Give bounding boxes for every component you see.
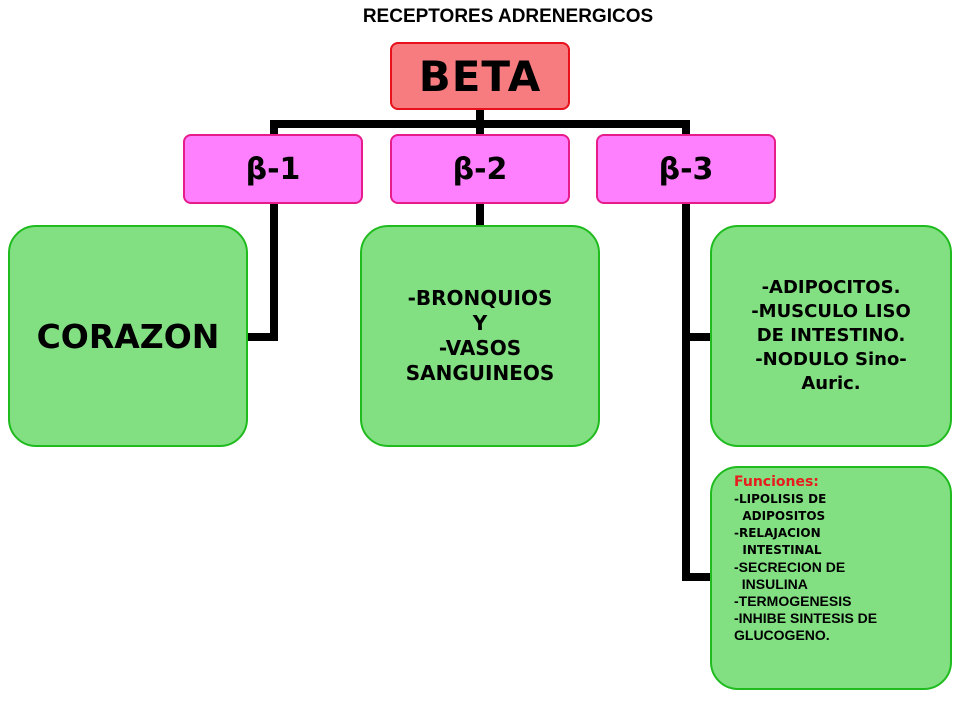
beta-root-box: BETA (390, 42, 570, 110)
beta-2-label: β-2 (452, 151, 508, 187)
function-line: GLUCOGENO. (734, 627, 830, 643)
function-line: -INHIBE SINTESIS DE (734, 610, 878, 626)
adipocitos-box: -ADIPOCITOS. -MUSCULO LISO DE INTESTINO.… (710, 225, 952, 447)
beta-1-label: β-1 (245, 151, 301, 187)
function-line: INSULINA (734, 576, 808, 592)
function-line: INTESTINAL (734, 543, 822, 557)
auric-line: Auric. (801, 373, 861, 394)
function-line: ADIPOSITOS (734, 509, 826, 523)
bronquios-line: -BRONQUIOS (407, 286, 553, 310)
intestino-line: DE INTESTINO. (756, 325, 906, 346)
bronquios-vasos-box: -BRONQUIOS Y -VASOS SANGUINEOS (360, 225, 600, 447)
function-line: -RELAJACION (734, 526, 821, 540)
corazon-box: CORAZON (8, 225, 248, 447)
adipocitos-line: -ADIPOCITOS. (761, 277, 901, 298)
vasos-line: -VASOS (438, 336, 522, 360)
nodulo-line: -NODULO Sino- (755, 349, 907, 370)
funciones-heading: Funciones: (734, 474, 819, 490)
connector-b1-corazon (244, 200, 278, 341)
beta-3-box: β-3 (596, 134, 776, 204)
diagram-title: RECEPTORES ADRENERGICOS (362, 6, 654, 27)
funciones-box: Funciones: -LIPOLISIS DE ADIPOSITOS -REL… (710, 466, 952, 690)
y-line: Y (472, 311, 488, 335)
beta-3-label: β-3 (658, 151, 714, 187)
beta-root-label: BETA (418, 51, 542, 101)
beta-1-box: β-1 (183, 134, 363, 204)
function-line: -TERMOGENESIS (734, 593, 852, 609)
musculo-liso-line: -MUSCULO LISO (751, 301, 911, 322)
corazon-label: CORAZON (36, 316, 220, 356)
function-line: -SECRECION DE (734, 559, 846, 575)
beta-2-box: β-2 (390, 134, 570, 204)
function-line: -LIPOLISIS DE (734, 492, 827, 506)
sanguineos-line: SANGUINEOS (405, 361, 555, 385)
